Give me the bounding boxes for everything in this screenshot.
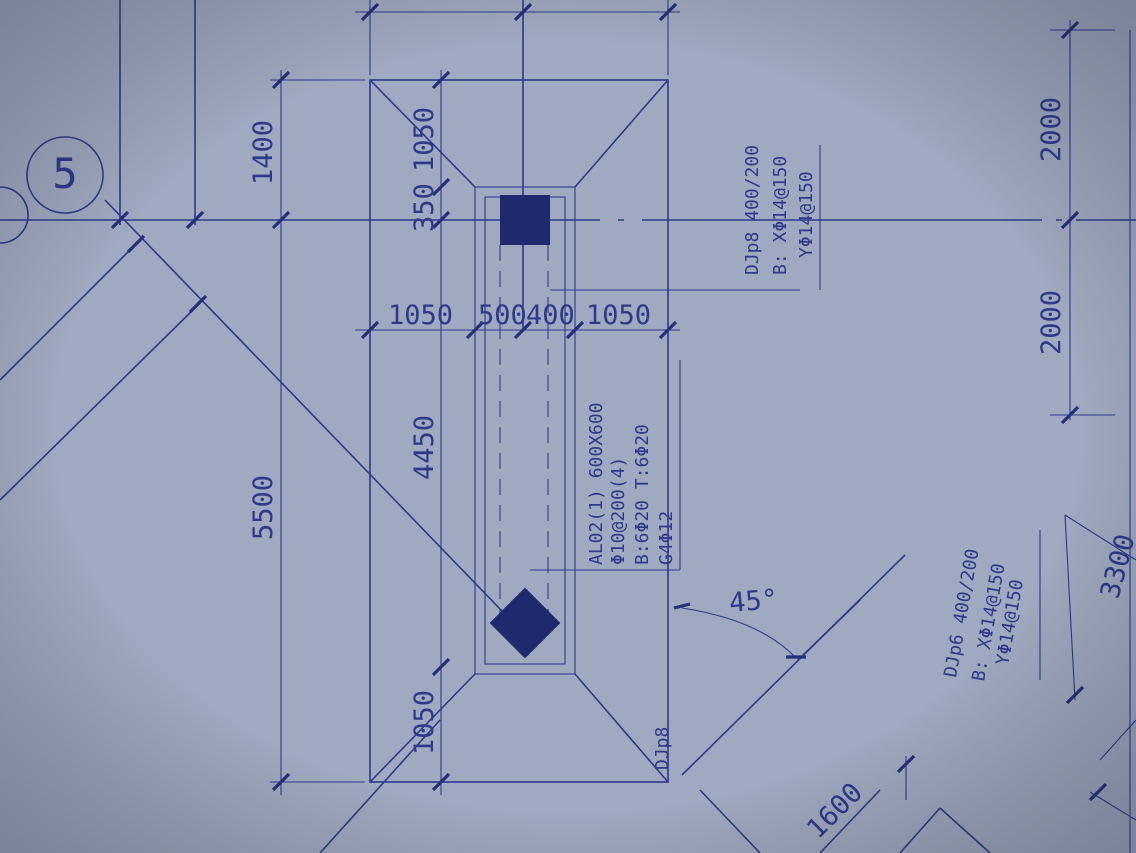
al02-line2: Φ10@200(4) [608, 457, 629, 565]
dim-5500: 5500 [248, 475, 279, 540]
djp8-line2: B: XΦ14@150 [770, 156, 791, 275]
dim-500: 500 [478, 300, 527, 331]
dim-4450: 4450 [409, 415, 440, 480]
dim-1050-right: 1050 [586, 300, 651, 331]
dim-1050-top: 1050 [409, 107, 440, 172]
grid-label: 5 [52, 149, 77, 198]
dim-1050-left: 1050 [388, 300, 453, 331]
djp8-line1: DJp8 400/200 [742, 145, 763, 275]
dim-2000-bottom: 2000 [1036, 290, 1067, 355]
dim-1400: 1400 [248, 120, 279, 185]
dim-350: 350 [409, 183, 440, 232]
dim-400: 400 [526, 300, 575, 331]
column-square [500, 195, 550, 245]
angle-label: 45° [728, 584, 779, 619]
footing-tag: DJp8 [652, 727, 673, 770]
al02-line3: B:6Φ20 T:6Φ20 [632, 424, 653, 565]
al02-line4: G4Φ12 [656, 511, 677, 565]
al02-line1: AL02(1) 600X600 [586, 402, 607, 565]
djp8-line3: YΦ14@150 [796, 171, 817, 258]
dim-1050-bottom: 1050 [409, 690, 440, 755]
dim-2000-top: 2000 [1036, 97, 1067, 162]
